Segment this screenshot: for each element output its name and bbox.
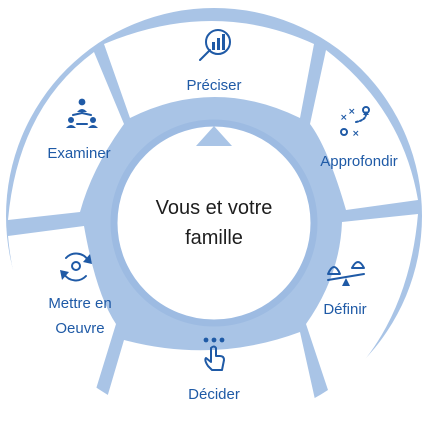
center-title-line1: Vous et votre [156,197,273,219]
segment-approfondir[interactable]: × × × Approfondir [320,106,398,170]
segment-shapes [8,21,418,428]
segment-examiner-label: Examiner [47,145,110,162]
tap-hand-icon [203,337,225,371]
strategy-xo-icon: × × × [340,106,370,139]
magnifier-chart-icon [199,29,231,61]
center-title-line2: famille [185,227,243,249]
svg-text:×: × [348,107,356,117]
segment-mettre-en-oeuvre[interactable]: Mettre en Oeuvre [48,252,112,337]
segment-approfondir-shape [310,50,418,210]
balance-scale-icon [327,261,365,286]
cycle-arrows-icon [60,252,92,282]
segment-decider-shape [104,332,316,428]
segment-approfondir-label: Approfondir [320,153,398,170]
segment-definir[interactable]: Définir [323,261,367,318]
svg-text:×: × [352,129,360,139]
segment-mettre-label-line2: Oeuvre [55,320,104,337]
segment-preciser[interactable]: Préciser [186,29,242,94]
segment-decider-label: Décider [188,386,240,403]
segment-preciser-shape [104,21,314,118]
inner-ring [110,119,318,327]
segment-decider[interactable]: Décider [188,337,240,403]
segment-mettre-shape [8,226,116,402]
segment-definir-shape [306,214,418,396]
segment-preciser-label: Préciser [186,77,241,94]
svg-text:×: × [340,113,348,123]
pointer-triangle [196,126,232,146]
people-hierarchy-icon [66,98,98,128]
segment-mettre-label-line1: Mettre en [48,295,111,312]
segment-definir-label: Définir [323,301,366,318]
segment-examiner[interactable]: Examiner [47,98,111,162]
segment-examiner-shape [8,52,124,220]
